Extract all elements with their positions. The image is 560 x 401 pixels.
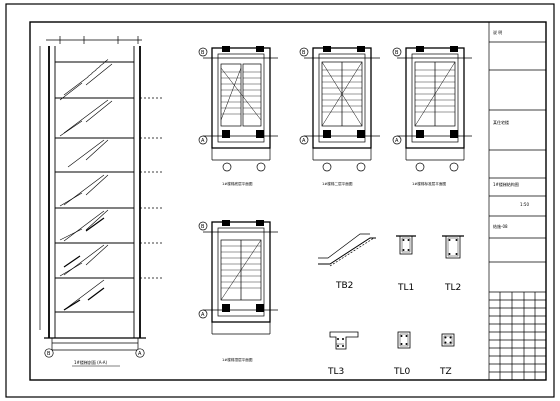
plan-4-caption: 1#楼梯顶层平面图 xyxy=(222,357,253,362)
plan-2-axis-a: A xyxy=(302,138,306,144)
detail-tz-bars xyxy=(444,336,452,344)
detail-tb2 xyxy=(318,233,376,267)
detail-tl3-label: TL3 xyxy=(327,367,344,377)
stair-plan-4 xyxy=(203,221,278,335)
stair-plan-1 xyxy=(203,47,278,161)
stair-section xyxy=(39,36,162,351)
plan-1-axis-bubbles xyxy=(198,47,266,172)
detail-tl0-label: TL0 xyxy=(393,367,411,377)
detail-tl1-bars xyxy=(402,239,410,251)
title-block-scale: 1:50 xyxy=(520,202,529,207)
plan-4-axis-bubbles xyxy=(198,221,208,319)
section-caption: 1#楼梯剖面 (A-A) xyxy=(74,359,107,365)
detail-tl2 xyxy=(442,235,464,259)
stair-plan-3 xyxy=(397,47,472,161)
plan-4-axis-a: A xyxy=(201,312,205,318)
plan-2-axis-bubbles xyxy=(299,47,366,172)
plan-4-columns xyxy=(222,220,264,312)
plan-2-axis-b: B xyxy=(302,50,306,56)
detail-tl2-label: TL2 xyxy=(444,283,461,293)
title-block-top: 说 明 xyxy=(493,29,502,35)
detail-tl0 xyxy=(397,331,411,349)
title-block-drawing: 1#楼梯结构图 xyxy=(493,181,519,187)
plan-3-caption: 1#楼梯标准层平面图 xyxy=(412,181,446,186)
section-flights xyxy=(55,59,134,313)
detail-tz xyxy=(441,333,455,347)
plan-2-columns xyxy=(323,46,365,138)
title-block-project: 某住宅楼 xyxy=(493,119,509,125)
plan-1-axis-b: B xyxy=(201,50,205,56)
detail-tl0-bars xyxy=(400,335,408,345)
plan-4-axis-b: B xyxy=(201,224,205,230)
detail-tl3 xyxy=(329,331,359,350)
section-axis-left: B xyxy=(47,351,51,357)
section-axis-right: A xyxy=(138,351,142,357)
plan-3-axis-a: A xyxy=(395,138,399,144)
title-block-sheet-no: 结施-08 xyxy=(493,223,508,229)
detail-tz-label: TZ xyxy=(439,367,452,377)
detail-tb2-label: TB2 xyxy=(335,281,353,291)
section-hatch xyxy=(63,217,105,311)
detail-tl2-bars xyxy=(448,239,458,255)
inner-border xyxy=(29,21,547,381)
detail-tl1 xyxy=(396,235,416,255)
plan-1-treads xyxy=(221,71,261,115)
plan-1-columns xyxy=(222,46,264,138)
plan-3-axis-bubbles xyxy=(392,47,459,172)
plan-3-columns xyxy=(416,46,458,138)
plan-4-treads xyxy=(221,245,261,289)
section-axis-bubbles xyxy=(44,348,145,358)
plan-3-axis-b: B xyxy=(395,50,399,56)
detail-tl3-bars xyxy=(337,338,344,347)
title-block xyxy=(488,22,546,380)
sheet-border xyxy=(5,3,555,398)
detail-tl1-label: TL1 xyxy=(397,283,414,293)
plan-3-treads xyxy=(415,69,455,113)
plan-1-caption: 1#楼梯底层平面图 xyxy=(222,181,253,186)
plan-2-caption: 1#楼梯二层平面图 xyxy=(322,181,353,186)
plan-1-axis-a: A xyxy=(201,138,205,144)
stair-plan-2 xyxy=(304,47,380,161)
plan-2-treads xyxy=(322,69,362,113)
